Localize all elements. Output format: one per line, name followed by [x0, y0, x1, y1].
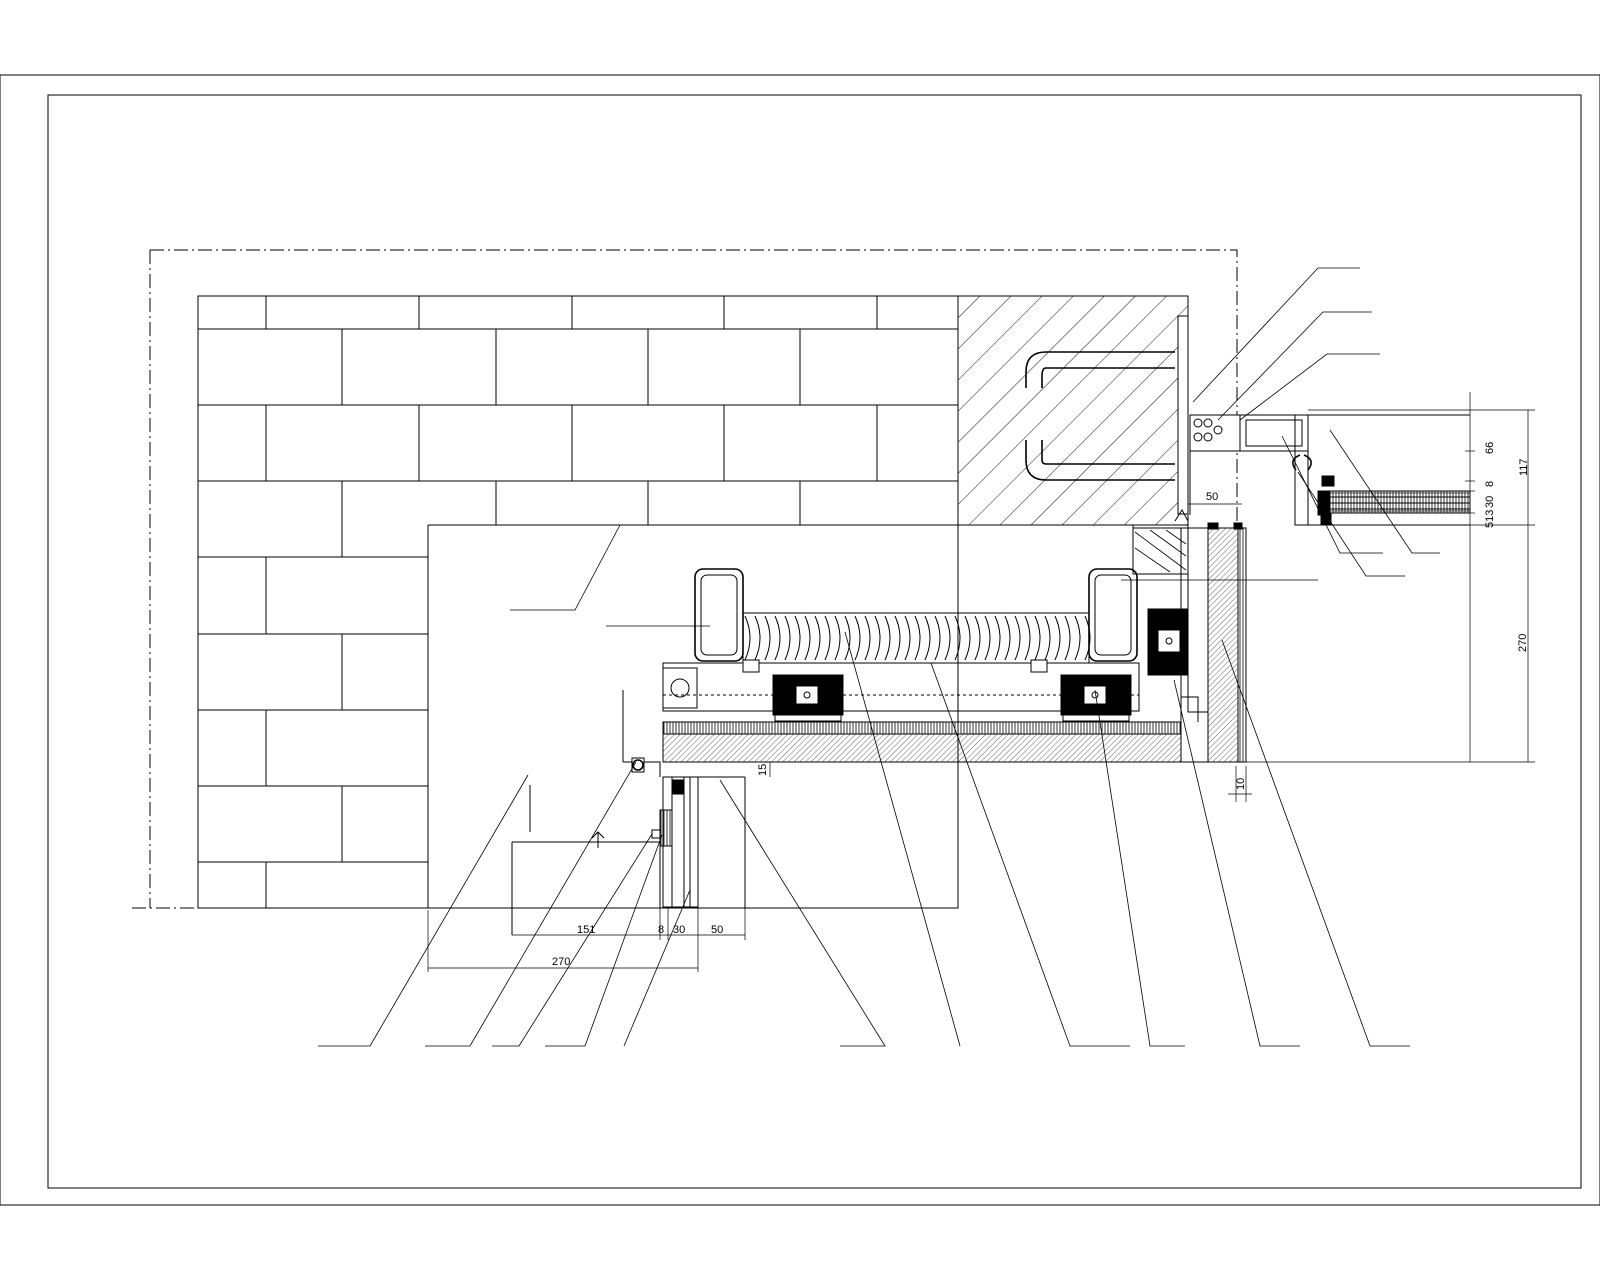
sheet-border [0, 74, 1600, 1206]
dim-117: 117 [1518, 458, 1530, 476]
insulation-block [1132, 527, 1189, 575]
masonry-wall [197, 295, 959, 909]
dim-10: 10 [1235, 778, 1247, 790]
leader-lines [318, 267, 1440, 1047]
panel-assembly [662, 608, 1199, 763]
concrete-column [957, 295, 1189, 526]
dim-8-bottom: 8 [658, 924, 664, 936]
dim-8-right: 8 [1484, 481, 1496, 487]
dim-30-bottom: 30 [673, 924, 685, 936]
insulation-fill [742, 612, 1091, 664]
dim-66: 66 [1484, 442, 1496, 454]
dimension-lines-bottom [427, 761, 771, 972]
dim-15: 15 [757, 764, 769, 776]
dim-50-bottom: 50 [711, 924, 723, 936]
dim-270-right: 270 [1517, 634, 1529, 652]
dim-50-top: 50 [1206, 491, 1218, 503]
dim-513: 513 [1484, 510, 1496, 528]
dim-270-bottom: 270 [552, 956, 570, 968]
lower-frame [511, 690, 746, 935]
finish-enclosure [427, 524, 1189, 909]
dim-30-right: 30 [1484, 496, 1496, 508]
dimension-lines-right [1188, 392, 1535, 802]
steel-tubes [694, 568, 1138, 662]
dim-151: 151 [577, 924, 595, 936]
stone-panel-right [1180, 522, 1247, 763]
window-frame [1174, 414, 1471, 530]
dimension-texts: 50 66 117 8 30 513 270 15 10 151 8 30 50… [552, 442, 1530, 968]
